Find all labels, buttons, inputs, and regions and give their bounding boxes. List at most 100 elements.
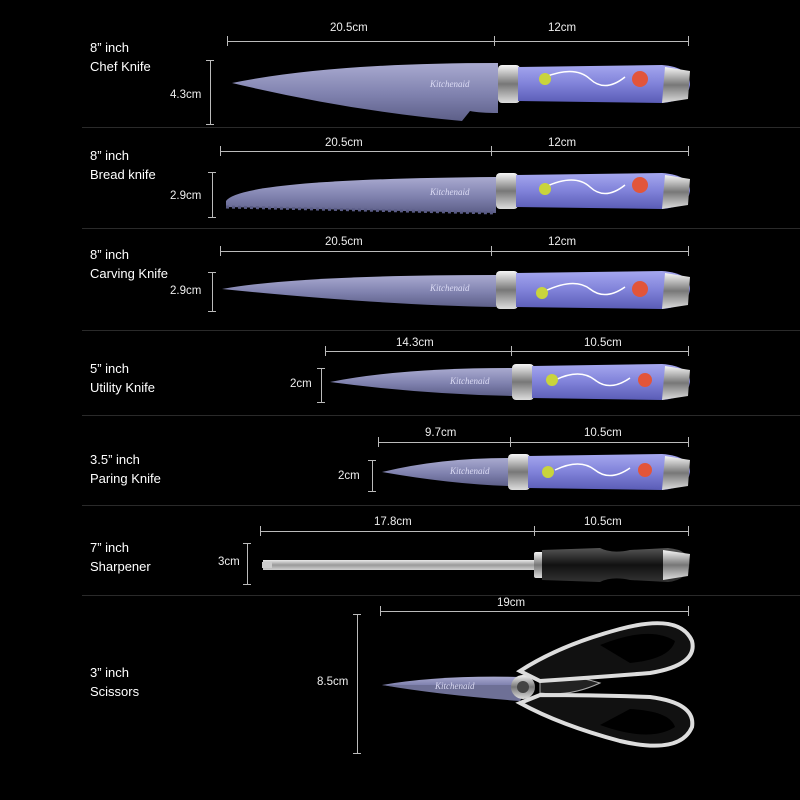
blade-dimension-line — [227, 41, 689, 42]
dim-tick — [208, 172, 216, 173]
rod-length: 17.8cm — [374, 516, 412, 528]
handle-length: 12cm — [548, 137, 577, 149]
height-dimension-line — [212, 272, 213, 312]
blade-dimension-line — [220, 251, 689, 252]
blade-length: 9.7cm — [425, 427, 457, 439]
svg-text:Kitchenaid: Kitchenaid — [449, 466, 490, 476]
item-size: 7” inch — [90, 540, 130, 555]
dim-tick — [353, 614, 361, 615]
svg-text:Kitchenaid: Kitchenaid — [429, 187, 470, 197]
dim-tick — [317, 402, 325, 403]
dim-tick — [208, 272, 216, 273]
dim-tick — [688, 606, 689, 616]
dim-tick — [317, 368, 325, 369]
row-divider — [82, 505, 800, 506]
dim-tick — [208, 217, 216, 218]
chef-knife-image: Kitchenaid — [232, 63, 690, 121]
dim-tick — [368, 460, 376, 461]
dim-tick — [208, 311, 216, 312]
item-name: Paring Knife — [90, 471, 161, 486]
dim-tick — [688, 246, 689, 256]
scissors-length: 19cm — [497, 597, 526, 609]
paring-knife-image: Kitchenaid — [382, 454, 690, 490]
dim-tick — [510, 437, 511, 447]
dim-tick — [325, 346, 326, 356]
blade-dimension-line — [220, 151, 689, 152]
dim-tick — [260, 526, 261, 536]
sharpener-image — [262, 548, 690, 582]
item-label-utility: 5” inch Utility Knife — [90, 359, 155, 397]
dim-tick — [368, 491, 376, 492]
height-dimension-line — [247, 543, 248, 585]
blade-height: 2.9cm — [170, 190, 202, 202]
dim-tick — [491, 246, 492, 256]
dim-tick — [227, 36, 228, 46]
row-divider — [82, 415, 800, 416]
handle-length: 10.5cm — [584, 427, 622, 439]
height-dimension-line — [321, 368, 322, 403]
item-size: 8” inch — [90, 247, 130, 262]
item-label-chef: 8” inch Chef Knife — [90, 38, 151, 76]
dim-tick — [380, 606, 381, 616]
height-dimension-line — [372, 460, 373, 492]
item-name: Bread knife — [90, 167, 156, 182]
dim-tick — [220, 246, 221, 256]
handle-length: 10.5cm — [584, 516, 622, 528]
dim-tick — [511, 346, 512, 356]
blade-length: 14.3cm — [396, 337, 434, 349]
bread-knife-image: Kitchenaid — [225, 173, 690, 215]
blade-length: 20.5cm — [330, 22, 368, 34]
svg-text:Kitchenaid: Kitchenaid — [429, 283, 470, 293]
item-label-paring: 3.5” inch Paring Knife — [90, 450, 161, 488]
utility-knife-image: Kitchenaid — [330, 364, 690, 400]
dim-tick — [688, 146, 689, 156]
dim-tick — [220, 146, 221, 156]
item-size: 8” inch — [90, 40, 130, 55]
item-size: 3” inch — [90, 665, 130, 680]
dim-tick — [688, 437, 689, 447]
scissors-image: Kitchenaid — [382, 621, 695, 748]
dim-tick — [688, 346, 689, 356]
item-size: 3.5” inch — [90, 452, 140, 467]
blade-length: 20.5cm — [325, 137, 363, 149]
blade-dimension-line — [378, 442, 689, 443]
item-size: 5” inch — [90, 361, 130, 376]
handle-length: 10.5cm — [584, 337, 622, 349]
scissors-height: 8.5cm — [317, 676, 349, 688]
svg-text:Kitchenaid: Kitchenaid — [449, 376, 490, 386]
blade-length: 20.5cm — [325, 236, 363, 248]
blade-dimension-line — [325, 351, 689, 352]
height-dimension-line — [212, 172, 213, 218]
item-label-carving: 8” inch Carving Knife — [90, 245, 168, 283]
dim-tick — [378, 437, 379, 447]
row-divider — [82, 228, 800, 229]
row-divider — [82, 330, 800, 331]
item-name: Chef Knife — [90, 59, 151, 74]
svg-text:Kitchenaid: Kitchenaid — [429, 79, 470, 89]
row-divider — [82, 127, 800, 128]
length-dimension-line — [380, 611, 689, 612]
height-dimension-line — [210, 60, 211, 125]
dim-tick — [534, 526, 535, 536]
item-label-scissors: 3” inch Scissors — [90, 663, 139, 701]
dim-tick — [494, 36, 495, 46]
item-label-bread: 8” inch Bread knife — [90, 146, 156, 184]
blade-dimension-line — [260, 531, 689, 532]
handle-length: 12cm — [548, 22, 577, 34]
carving-knife-image: Kitchenaid — [222, 271, 690, 309]
item-name: Utility Knife — [90, 380, 156, 395]
dim-tick — [491, 146, 492, 156]
dim-tick — [688, 36, 689, 46]
blade-height: 2.9cm — [170, 285, 202, 297]
blade-height: 4.3cm — [170, 89, 202, 101]
item-name: Scissors — [90, 684, 140, 699]
rod-height: 3cm — [218, 556, 240, 568]
dim-tick — [206, 124, 214, 125]
item-name: Sharpener — [90, 559, 151, 574]
row-divider — [82, 595, 800, 596]
blade-height: 2cm — [290, 378, 312, 390]
dim-tick — [243, 543, 251, 544]
dim-tick — [243, 584, 251, 585]
svg-text:Kitchenaid: Kitchenaid — [434, 681, 475, 691]
blade-height: 2cm — [338, 470, 360, 482]
